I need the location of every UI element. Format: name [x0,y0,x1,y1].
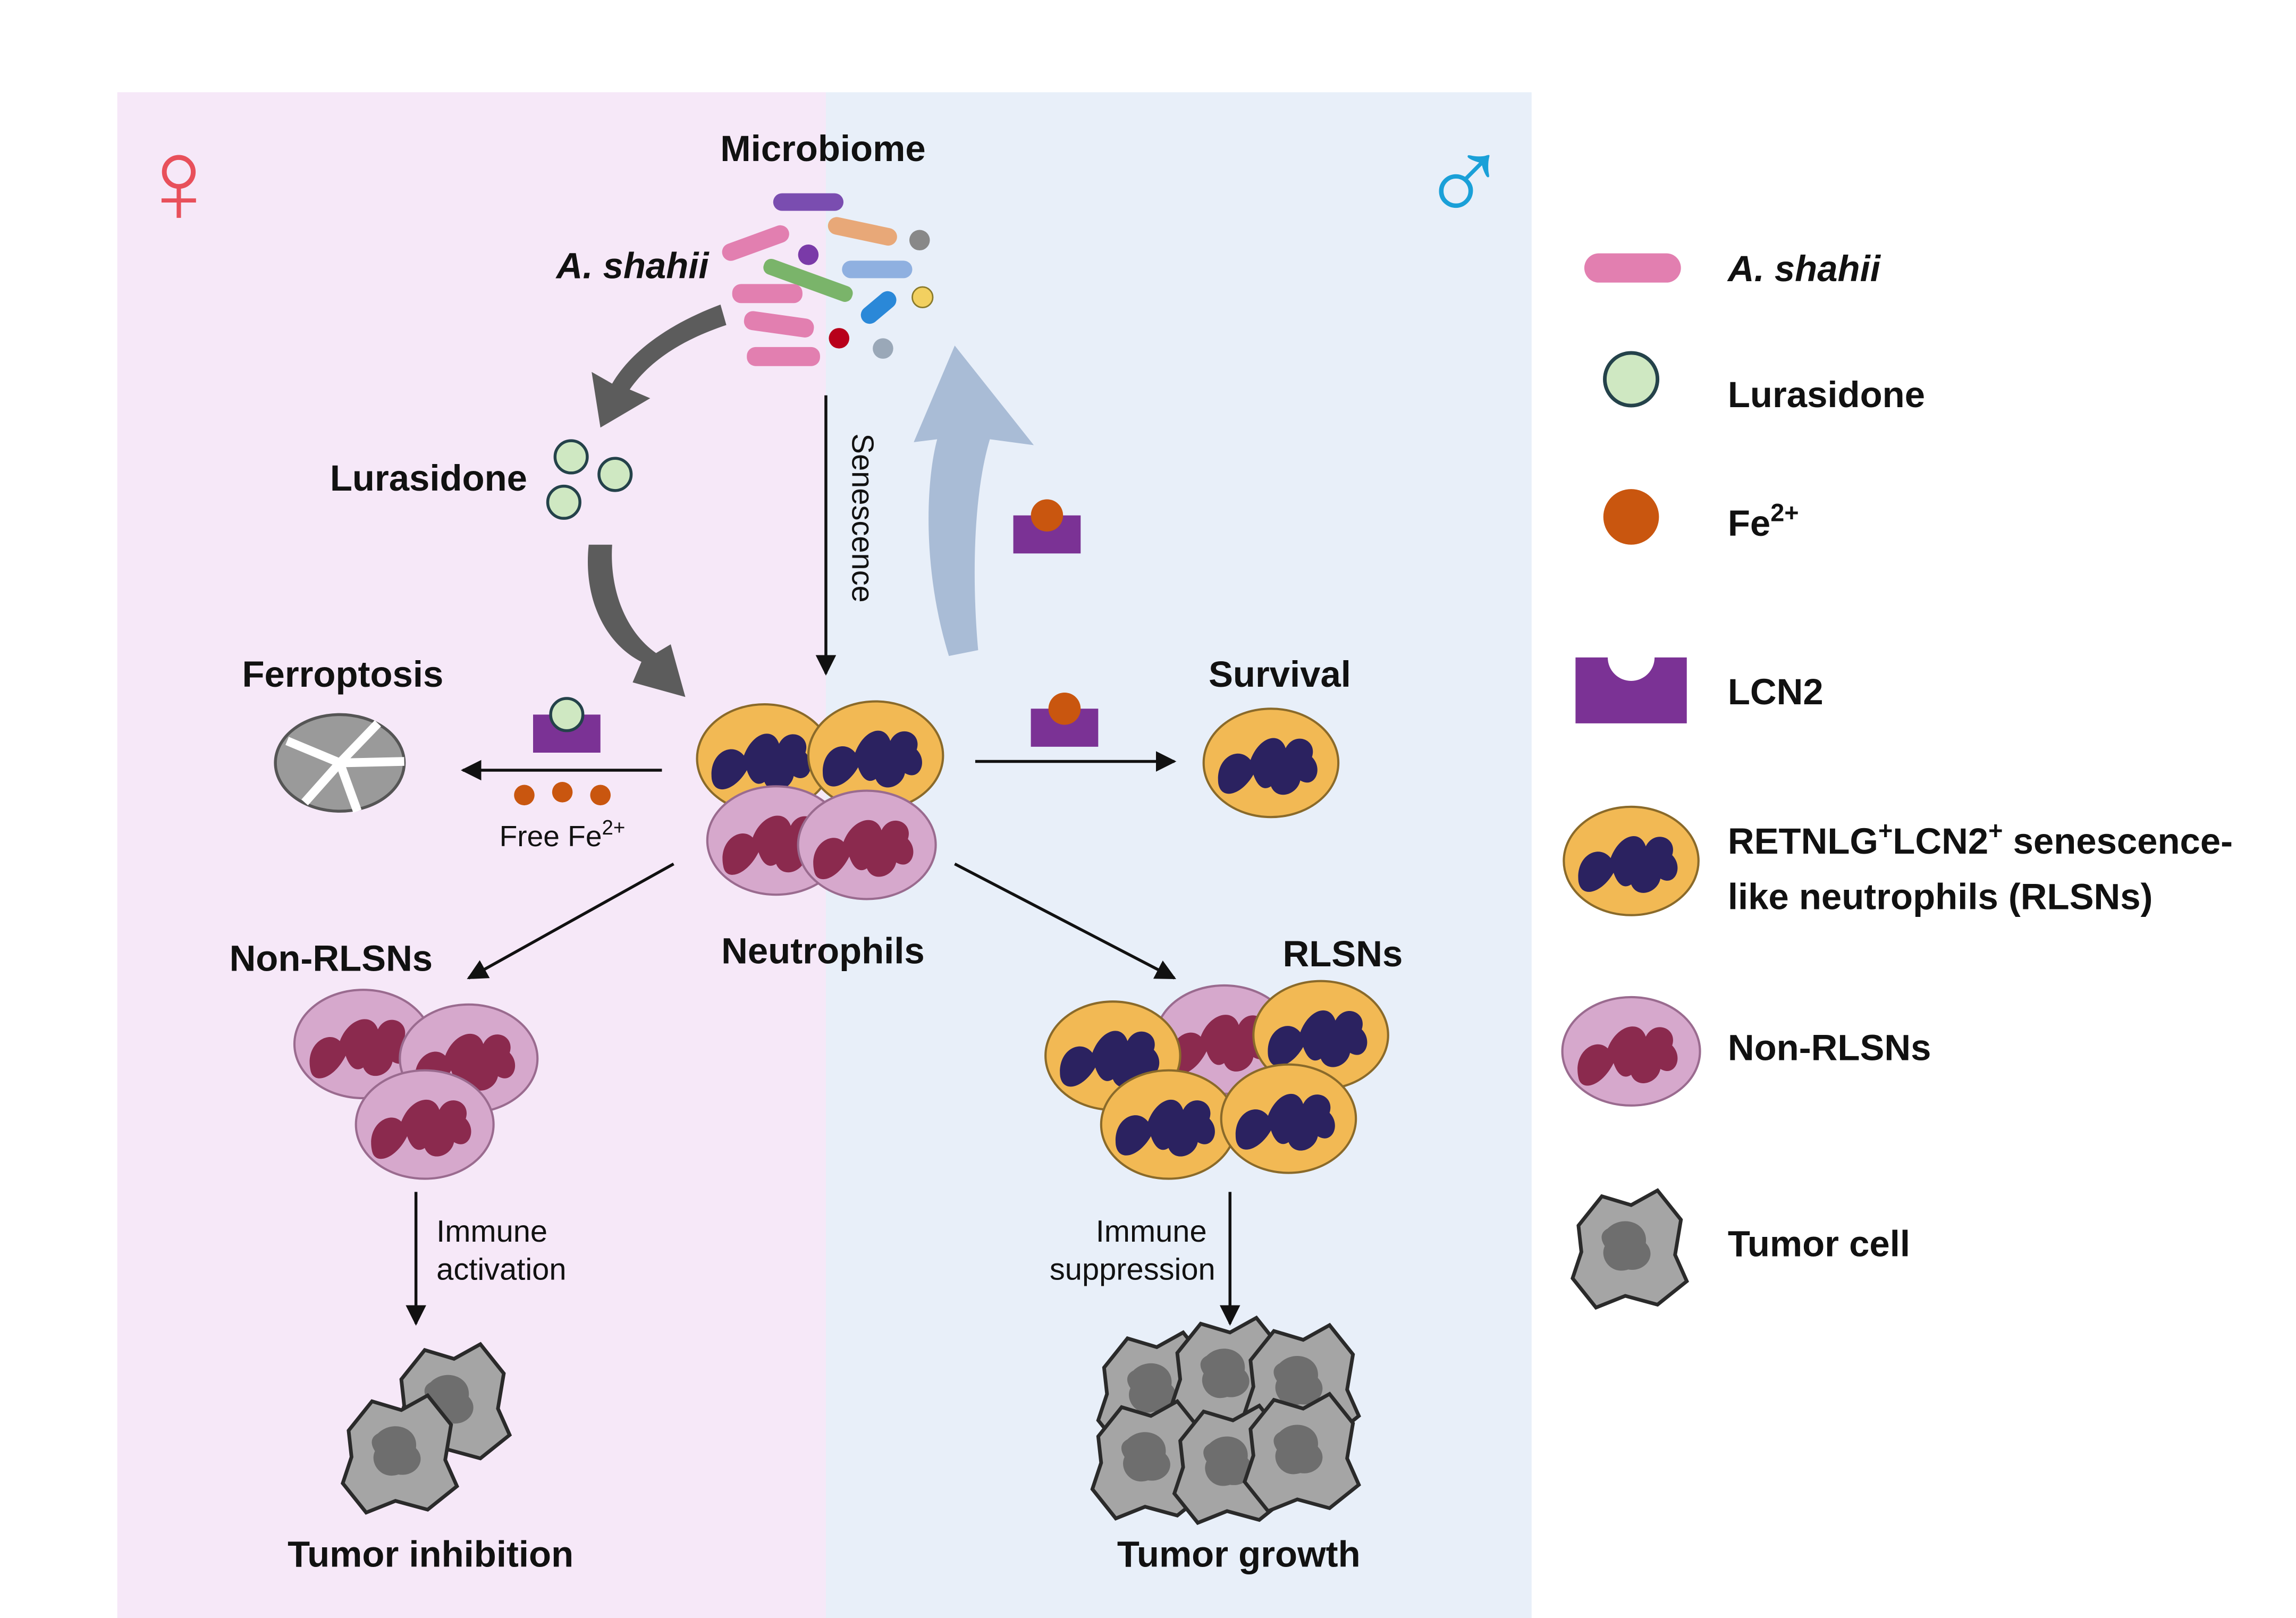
immune-activation-line1: Immune [436,1215,547,1249]
senescence-label: Senescence [846,433,880,602]
rlsns-label: RLSNs [1283,933,1403,974]
non-rlsns-label: Non-RLSNs [230,938,433,979]
legend: A. shahii Lurasidone Fe2+ LCN2 RETNLG+LC… [1563,248,2233,1308]
legend-rlsn-1c: LCN2 [1893,821,1988,862]
free-fe-sup: 2+ [602,816,625,839]
survival-label: Survival [1209,654,1351,695]
neutrophils-label: Neutrophils [721,931,925,972]
lcn2-fe-complex-survival [1031,692,1099,747]
legend-lurasidone-label: Lurasidone [1728,374,1925,415]
female-symbol: ♀ [134,114,224,248]
legend-a-shahii-label: A. shahii [1727,248,1881,289]
legend-fe-icon [1603,489,1659,545]
immune-suppression-label: Immune suppression [1050,1215,1215,1287]
ferroptosis-label: Ferroptosis [242,654,443,695]
legend-fe-base: Fe [1728,503,1770,544]
lcn2-lurasidone-complex [533,697,601,753]
legend-rlsn-1e: senescence- [2003,821,2233,862]
legend-fe-label: Fe2+ [1728,499,1799,544]
legend-rlsn-label-line2: like neutrophils (RLSNs) [1728,877,2153,917]
immune-suppression-line2: suppression [1050,1253,1215,1287]
legend-non-rlsns-label: Non-RLSNs [1728,1027,1931,1068]
a-shahii-label: A. shahii [555,245,710,286]
feedback-arrow [914,345,1034,656]
lcn2-fe-complex-feedback [1013,499,1081,554]
male-symbol: ♂ [1419,114,1509,248]
lurasidone-label: Lurasidone [330,458,527,499]
microbiome-title: Microbiome [720,128,925,169]
microbiome-cluster [722,193,934,366]
legend-tumor-label: Tumor cell [1728,1224,1910,1265]
tumor-growth-label: Tumor growth [1117,1534,1361,1575]
immune-activation-label: Immune activation [436,1215,566,1287]
neutrophils-cluster [697,702,943,899]
legend-rlsn-icon [1564,807,1698,915]
legend-rlsn-label: RETNLG+LCN2+ senescence- [1728,816,2233,862]
legend-lcn2-label: LCN2 [1728,671,1824,712]
microbiome-to-lurasidone-arrow [592,304,727,428]
free-fe-ions [514,782,611,806]
legend-rlsn-1a: RETNLG [1728,821,1878,862]
legend-rlsn-1d: + [1988,816,2003,844]
legend-non-rlsn-icon [1563,997,1700,1106]
legend-tumor-icon [1573,1191,1687,1308]
legend-lcn2-icon [1575,657,1687,723]
to-non-rlsns-arrow [467,862,674,980]
lurasidone-molecules [546,439,633,520]
legend-a-shahii-icon [1584,253,1681,283]
legend-lurasidone-icon [1603,351,1660,408]
tumor-inhibition-label: Tumor inhibition [288,1534,573,1575]
free-fe-label: Free Fe2+ [500,816,626,853]
ferroptosis-cell [274,713,406,813]
free-fe-base: Free Fe [500,820,602,853]
tumor-growth-cells [1092,1318,1358,1523]
lurasidone-to-neutrophils-arrow [587,544,686,697]
legend-rlsn-1b: + [1878,816,1893,844]
survival-rlsn [1204,709,1338,817]
to-rlsns-arrow [954,862,1177,980]
immune-activation-line2: activation [436,1253,566,1287]
legend-fe-sup: 2+ [1770,499,1799,527]
immune-suppression-line1: Immune [1096,1215,1207,1249]
